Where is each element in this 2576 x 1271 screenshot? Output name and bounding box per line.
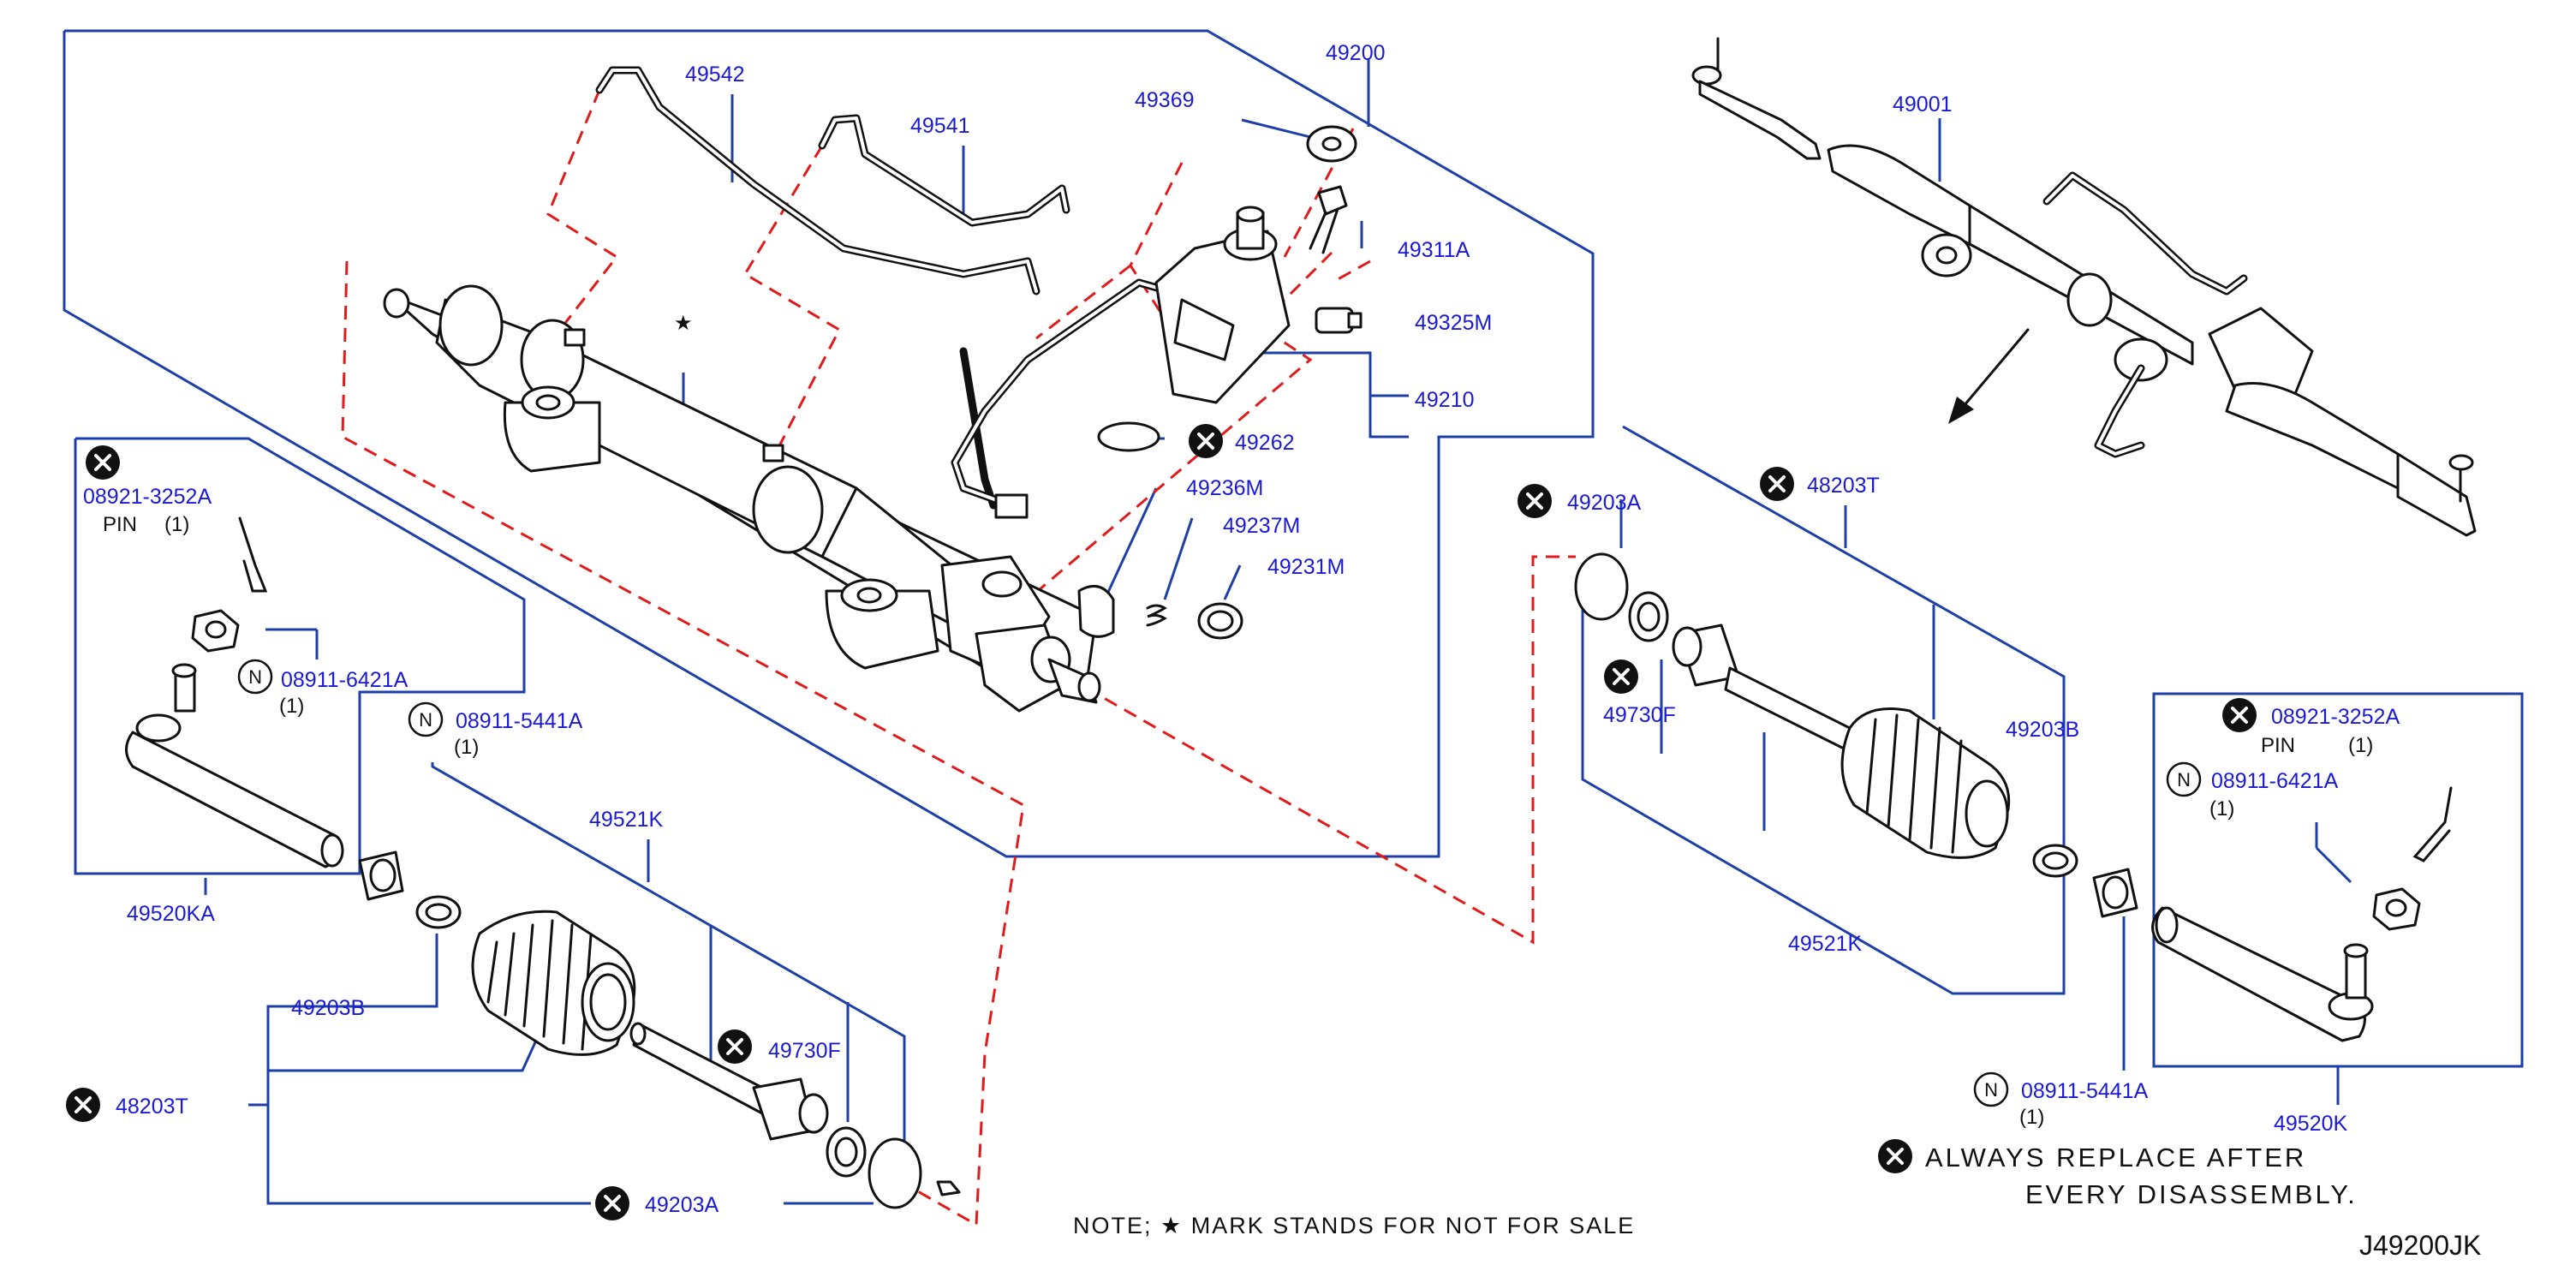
- label-pin-qty-right: (1): [2348, 734, 2373, 757]
- label-49521K-right: 49521K: [1788, 932, 1863, 956]
- callouts: 49542 49541 49369 49200 49311A 49325M 49…: [83, 41, 2400, 1217]
- label-49210: 49210: [1415, 388, 1475, 412]
- left-boot-and-inner-rod: [471, 910, 961, 1209]
- label-49237M: 49237M: [1223, 514, 1300, 538]
- n-icon: N: [1973, 1071, 2009, 1107]
- replace-icon: [66, 1088, 100, 1122]
- replace-icon: [1760, 467, 1794, 501]
- n-symbols: N N N N: [237, 659, 2202, 1107]
- label-08911-5441A-right: 08911-5441A: [2021, 1079, 2149, 1103]
- label-49542: 49542: [685, 63, 745, 87]
- n-icon: N: [237, 659, 273, 695]
- dashed-assembly-lines: [341, 89, 1576, 1227]
- label-49369: 49369: [1135, 88, 1195, 112]
- label-49231M: 49231M: [1267, 555, 1345, 579]
- left-tie-rod-end: [125, 516, 462, 929]
- right-boot-and-inner-rod: [1574, 552, 2138, 918]
- complete-gear-assembly-49001: [1691, 37, 2477, 537]
- replace-icon: [595, 1186, 629, 1220]
- label-08911-5441A-left: 08911-5441A: [456, 709, 583, 733]
- star-mark: ★: [674, 312, 693, 335]
- label-49203B-left: 49203B: [291, 996, 365, 1020]
- label-08911-6421A-left: 08911-6421A: [281, 668, 408, 692]
- label-49325M: 49325M: [1415, 311, 1492, 335]
- diagram-code: J49200JK: [2359, 1230, 2481, 1261]
- label-08921-right: 08921-3252A: [2271, 705, 2400, 729]
- label-49200: 49200: [1326, 41, 1386, 65]
- always-replace-line1: ALWAYS REPLACE AFTER: [1925, 1143, 2306, 1173]
- n-icon: N: [2166, 761, 2202, 797]
- replace-icon: [2222, 698, 2257, 732]
- label-49541: 49541: [910, 114, 970, 138]
- label-49520KA: 49520KA: [127, 902, 215, 926]
- label-49730F-left: 49730F: [768, 1039, 841, 1063]
- label-08911-6421A-right: 08911-6421A: [2211, 769, 2339, 793]
- label-48203T-right: 48203T: [1807, 474, 1880, 498]
- label-49236M: 49236M: [1186, 476, 1263, 500]
- pressure-tubes: [595, 66, 1173, 519]
- note-not-for-sale: NOTE; ★ MARK STANDS FOR NOT FOR SALE: [1073, 1213, 1635, 1238]
- n-icon: N: [408, 701, 444, 737]
- label-49203A-right: 49203A: [1567, 491, 1642, 515]
- leader-lines: [63, 29, 2524, 1205]
- label-08921-left: 08921-3252A: [83, 485, 212, 509]
- steering-rack-assembly: [383, 284, 1101, 713]
- label-49730F-right: 49730F: [1603, 703, 1676, 727]
- replace-icon: [1189, 424, 1223, 458]
- label-49521K-left: 49521K: [589, 808, 664, 832]
- label-08911-6421A-qty-left: (1): [279, 695, 304, 718]
- replace-icon: [1604, 659, 1638, 694]
- label-48203T-left: 48203T: [116, 1095, 188, 1119]
- label-49203A-left: 49203A: [645, 1193, 719, 1217]
- svg-text:N: N: [248, 666, 262, 688]
- label-49001: 49001: [1893, 92, 1953, 116]
- label-08911-5441A-qty-right: (1): [2019, 1106, 2044, 1129]
- replace-symbols: [66, 424, 2257, 1220]
- label-49262: 49262: [1235, 431, 1295, 455]
- always-replace-line2: EVERY DISASSEMBLY.: [2025, 1179, 2358, 1209]
- label-49311A: 49311A: [1398, 238, 1470, 262]
- label-pin-right: PIN: [2261, 734, 2295, 757]
- replace-icon: [86, 445, 120, 480]
- svg-text:N: N: [2177, 769, 2191, 791]
- right-tie-rod-end: [2151, 786, 2453, 1042]
- label-08911-6421A-qty-right: (1): [2209, 797, 2234, 820]
- replace-icon: [1878, 1139, 1912, 1173]
- control-valve: [1077, 125, 1363, 640]
- label-pin-qty-left: (1): [164, 513, 189, 536]
- label-49520K: 49520K: [2274, 1112, 2348, 1136]
- label-pin-left: PIN: [103, 513, 137, 536]
- label-49203B-right: 49203B: [2006, 718, 2079, 742]
- label-08911-5441A-qty-left: (1): [454, 736, 479, 759]
- replace-icon: [1518, 484, 1552, 518]
- legend: ALWAYS REPLACE AFTER EVERY DISASSEMBLY. …: [1073, 1143, 2481, 1261]
- svg-text:N: N: [419, 709, 432, 731]
- replace-icon: [718, 1029, 752, 1064]
- svg-text:N: N: [1984, 1079, 1998, 1101]
